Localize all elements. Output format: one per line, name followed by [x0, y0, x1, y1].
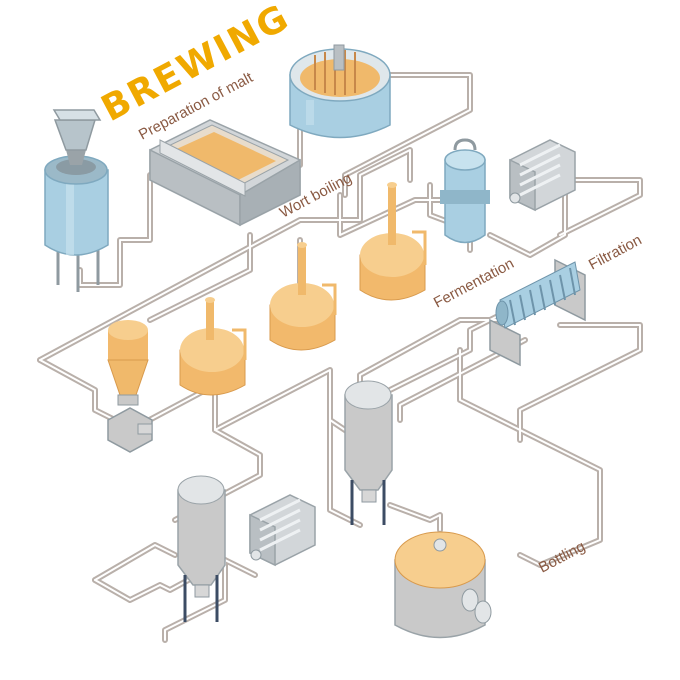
- fermentation-tank-icon: [107, 320, 153, 453]
- heat-exchanger-icon: [509, 139, 576, 212]
- fermentation-tank-icon: [359, 182, 427, 301]
- step-label-bottling: Bottling: [536, 538, 588, 577]
- mash-tun-icon: [289, 44, 391, 139]
- lauter-tun-icon: [149, 119, 301, 227]
- heat-exchanger-icon: [249, 494, 316, 567]
- fermentation-tank-icon: [269, 242, 337, 351]
- bottling-tank-icon: [394, 531, 492, 639]
- wort-kettle-icon: [440, 138, 490, 244]
- bright-tank-icon: [344, 380, 393, 525]
- bright-tank-icon: [177, 475, 226, 622]
- fermentation-tank-icon: [179, 297, 247, 396]
- step-label-filtration: Filtration: [586, 232, 645, 274]
- filter-coil-icon: [489, 258, 586, 367]
- malt-silo-icon: [44, 109, 109, 292]
